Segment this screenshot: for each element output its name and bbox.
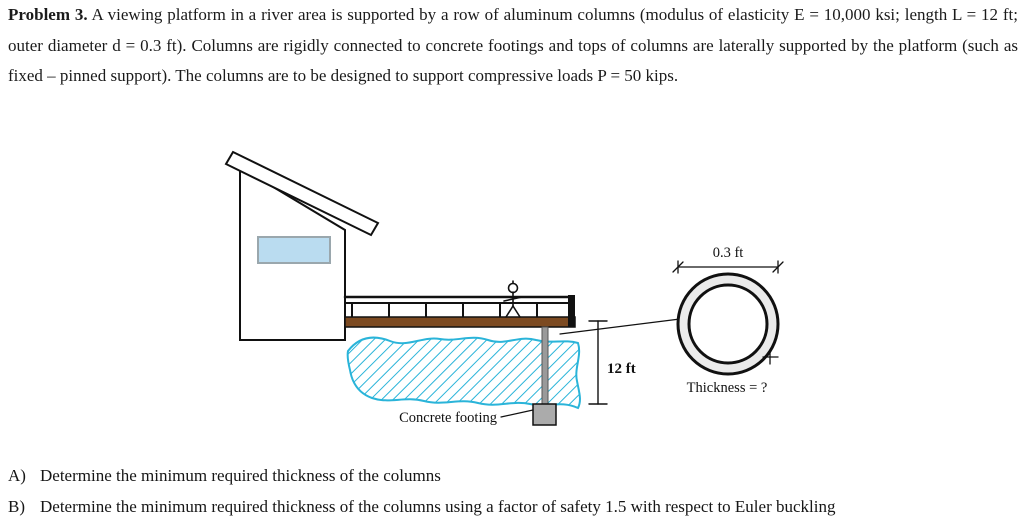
problem-body-text: A viewing platform in a river area is su… — [8, 5, 1018, 85]
diameter-dimension-label: 0.3 ft — [713, 245, 744, 261]
diameter-dimension-left-slash — [672, 261, 684, 273]
questions-list: A) Determine the minimum required thickne… — [8, 460, 835, 522]
question-a-text: Determine the minimum required thickness… — [40, 466, 441, 485]
diameter-dimension — [672, 260, 784, 274]
question-a: A) Determine the minimum required thickne… — [8, 460, 835, 491]
thickness-tick — [762, 349, 779, 365]
building-roof — [224, 150, 380, 237]
footing-label: Concrete footing — [399, 410, 497, 426]
question-a-label: A) — [8, 466, 26, 485]
concrete-footing — [532, 403, 557, 426]
section-leader-line — [559, 318, 681, 335]
platform — [343, 295, 576, 328]
question-b-text: Determine the minimum required thickness… — [40, 497, 836, 516]
cross-section-inner-circle — [687, 283, 769, 365]
question-b-label: B) — [8, 497, 25, 516]
problem-statement: Problem 3. A viewing platform in a river… — [8, 0, 1018, 92]
height-dimension-label: 12 ft — [607, 361, 636, 377]
window — [257, 236, 331, 264]
diameter-dimension-right-slash — [772, 261, 784, 273]
height-dimension — [588, 320, 608, 405]
aluminum-column — [541, 326, 549, 406]
building — [224, 150, 380, 341]
question-b: B) Determine the minimum required thickne… — [8, 491, 835, 522]
river-water — [346, 336, 581, 410]
railing-end-post — [568, 295, 575, 327]
problem-number: Problem 3. — [8, 5, 88, 24]
person-head — [507, 282, 519, 294]
riverbank-diagram: Concrete footing 12 ft — [224, 150, 784, 426]
column-cross-section — [676, 272, 780, 376]
person-arms — [503, 296, 523, 302]
footing-leader-line — [500, 409, 534, 418]
thickness-label: Thickness = ? — [687, 380, 768, 396]
person-leg-left — [505, 305, 514, 318]
person-figure — [503, 280, 523, 318]
platform-deck — [344, 316, 576, 328]
person-leg-right — [512, 305, 521, 318]
